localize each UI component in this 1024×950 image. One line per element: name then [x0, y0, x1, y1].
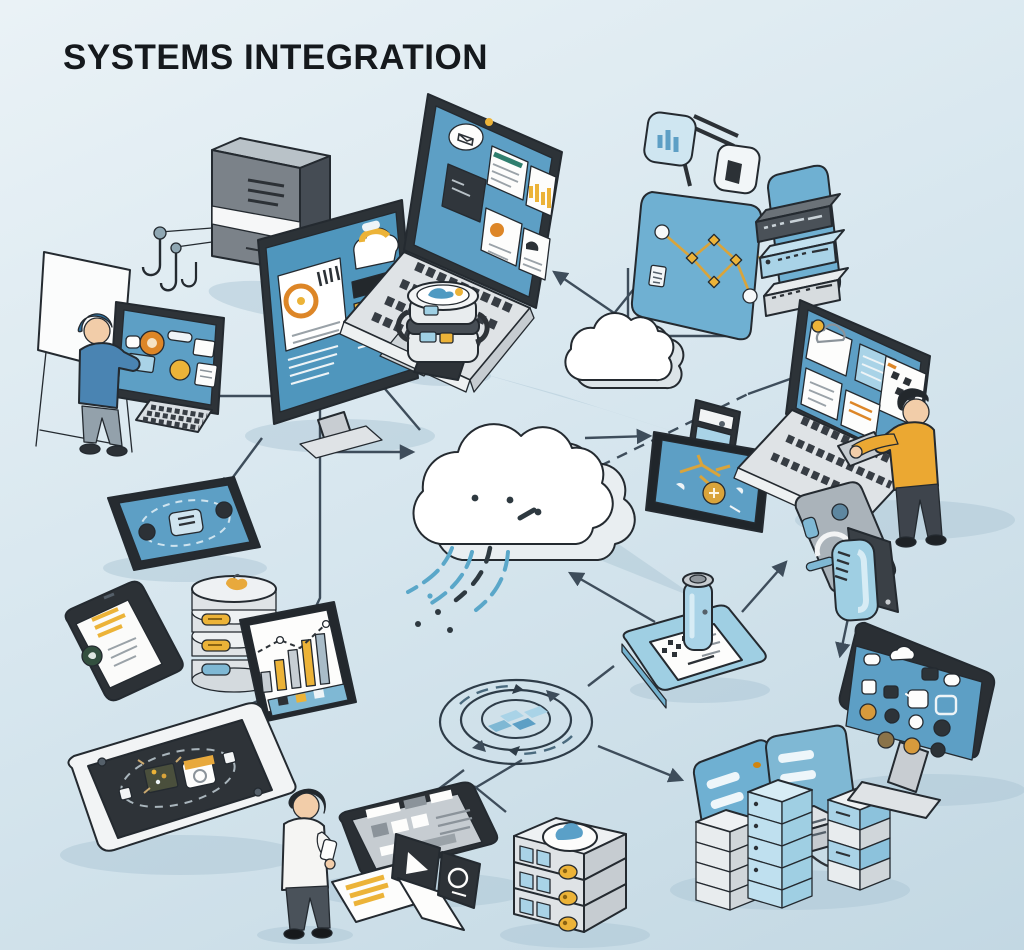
- sensor-pad: [621, 572, 767, 709]
- hook-icon: [180, 262, 198, 288]
- brochure-fold: [331, 833, 481, 931]
- gear-badge-icon: [811, 319, 825, 333]
- trend-line: [257, 623, 327, 653]
- server-room: [692, 724, 891, 911]
- apple-icon: [226, 577, 248, 591]
- front-panels: [519, 845, 578, 932]
- person-blue: [77, 313, 141, 457]
- map-blob-icon: [428, 288, 454, 299]
- cloud-icon: [889, 645, 916, 661]
- access-device: [794, 481, 899, 622]
- list-icon: [648, 264, 667, 288]
- handle-bar: [689, 114, 739, 148]
- page-title: SYSTEMS INTEGRATION: [63, 38, 488, 77]
- developer-at-laptop: [733, 299, 947, 548]
- sweater: [78, 342, 141, 409]
- big-cloud: [406, 423, 636, 633]
- bar-chart-icon: [529, 184, 551, 208]
- hair: [897, 388, 929, 411]
- highlight-lines: [91, 607, 126, 638]
- play-icon: [406, 852, 428, 874]
- phone-icon: [319, 838, 338, 862]
- server-cabinet: [755, 164, 849, 317]
- rod: [175, 241, 213, 248]
- hook-icon: [159, 253, 178, 292]
- vent-lines: [834, 550, 851, 582]
- bar-chart-icon: [657, 130, 679, 152]
- arm: [851, 433, 899, 457]
- hair: [77, 313, 113, 333]
- cloud-icon: [555, 823, 583, 840]
- network-panel: [630, 111, 763, 341]
- laptop-dashboard: [339, 93, 563, 393]
- tv-base: [847, 781, 941, 819]
- chip-icon: [137, 756, 182, 794]
- helmet-arc: [358, 228, 391, 243]
- iot-hub-device: [395, 281, 490, 381]
- data-streams: [406, 494, 542, 633]
- barcode-icon: [316, 265, 341, 287]
- rack-unit-blue: [759, 229, 845, 279]
- circuit-icon: [679, 454, 731, 492]
- doc-icon: [725, 160, 742, 184]
- chip-tablet: [67, 702, 297, 852]
- app-screen-tv: [838, 621, 996, 819]
- sync-tablet: [107, 476, 261, 571]
- person-yellow: [837, 388, 947, 548]
- canister: [682, 572, 714, 651]
- bar-chart-icon: [260, 632, 331, 694]
- small-cloud: [564, 311, 685, 390]
- rack-unit-silver: [763, 267, 849, 317]
- pants: [81, 405, 123, 447]
- yellow-lines: [345, 874, 389, 907]
- shirt: [281, 817, 329, 891]
- floor-chart-icon: [488, 706, 548, 732]
- chart-display: [239, 601, 357, 723]
- cloud-icon: [815, 323, 846, 344]
- keyboard: [135, 399, 213, 433]
- held-item: [125, 335, 141, 349]
- handle: [395, 309, 490, 345]
- desktop-monitor-dashboard: [257, 199, 419, 459]
- analyst-at-monitor: [35, 251, 225, 457]
- node-icon: [138, 523, 156, 541]
- pants: [285, 885, 331, 931]
- app-icons: [859, 645, 961, 758]
- document-phone: [64, 580, 184, 702]
- laptop: [733, 299, 931, 535]
- cloud-icon: [412, 423, 614, 545]
- node-icon: [215, 501, 233, 519]
- document-card: [277, 257, 348, 352]
- rod: [159, 227, 213, 233]
- orbit-rings: [438, 678, 594, 766]
- node-graph: [661, 231, 752, 295]
- cloud-icon: [564, 311, 675, 382]
- dashboard-monitor: [109, 301, 225, 415]
- pill-icon: [201, 663, 231, 676]
- person-with-phone: [281, 788, 338, 940]
- memory-card-icon: [181, 754, 217, 789]
- envelope-icon: [457, 132, 474, 147]
- yellow-badge-icon: [169, 359, 191, 381]
- hook-icon: [141, 239, 162, 277]
- hair: [288, 788, 326, 814]
- toolbar: [267, 683, 349, 717]
- logo-icon: [447, 867, 469, 889]
- rack-unit-dark: [755, 193, 841, 243]
- rack-tower-blue: [747, 779, 813, 909]
- circuit-tablet: [645, 431, 771, 533]
- cloud-server-stack: [513, 817, 627, 933]
